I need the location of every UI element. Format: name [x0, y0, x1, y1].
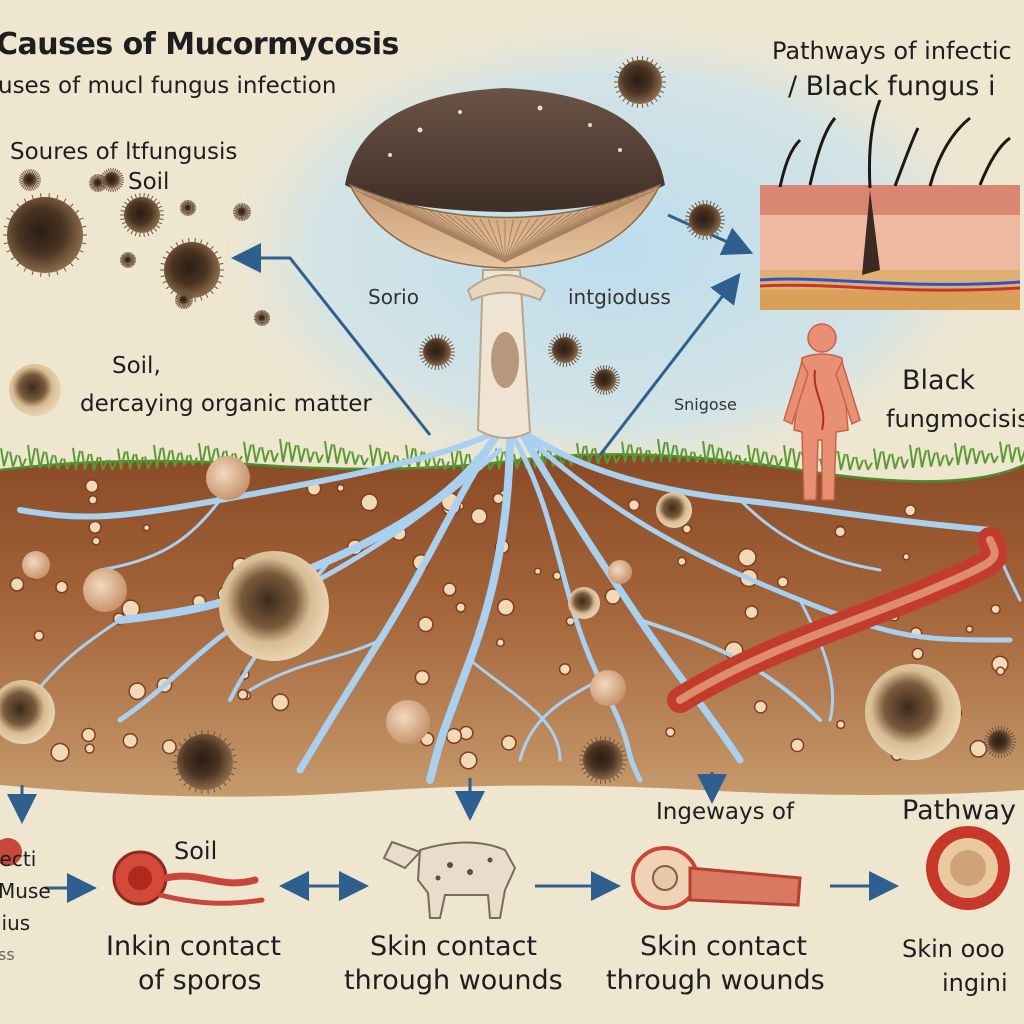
sorio-label: Sorio	[368, 285, 419, 309]
spore	[175, 290, 193, 310]
decaying-matter-label: dercaying organic matter	[80, 391, 372, 417]
spore	[685, 200, 725, 240]
spore	[120, 251, 136, 269]
spore	[180, 199, 196, 217]
floating-spores	[0, 56, 1016, 794]
bottom-ingeways-label: Ingeways of	[656, 799, 795, 825]
caption-2-line-2: through wounds	[344, 965, 563, 996]
spore	[22, 551, 50, 579]
left-edge-text-2: Muse	[0, 879, 51, 903]
pointer-arrows	[7, 213, 899, 903]
spore	[3, 193, 87, 277]
caption-2-line-1: Skin contact	[370, 931, 538, 962]
black-label: Black	[902, 365, 976, 396]
spore	[206, 456, 250, 500]
top-right-heading-2: / Black fungus i	[788, 71, 996, 102]
top-right-heading-1: Pathways of infectic	[772, 37, 1012, 65]
spore-contact-icon	[112, 850, 265, 906]
soil-top-label: Soil	[128, 169, 170, 195]
spore	[568, 587, 600, 619]
soil-cross-section	[0, 454, 1024, 797]
spore	[614, 56, 666, 108]
infected-cell-icon	[926, 826, 1010, 910]
tissue-tube-icon	[631, 846, 802, 910]
fungmocisis-label: fungmocisis	[886, 405, 1024, 433]
sources-label: Soures of ltfungusis	[10, 139, 238, 165]
bottom-pathway-icons	[0, 826, 1010, 919]
spore	[173, 730, 237, 794]
spore	[219, 551, 329, 661]
animal-icon	[382, 840, 517, 919]
subtitle: uses of mucl fungus infection	[0, 73, 337, 99]
caption-1-line-1: Inkin contact	[106, 931, 281, 962]
spore	[19, 169, 41, 191]
soil-label: Soil,	[112, 353, 161, 379]
left-edge-text-1: lecti	[0, 847, 37, 871]
spore	[579, 736, 627, 784]
spore	[254, 309, 270, 327]
bottom-pathway-label: Pathway	[902, 795, 1016, 826]
spore	[83, 568, 127, 612]
spore	[9, 364, 61, 416]
spore	[0, 680, 55, 744]
spore	[865, 664, 961, 760]
caption-4-line-1: Skin ooo	[902, 935, 1005, 963]
spore	[984, 726, 1016, 758]
skin-cross-section	[759, 99, 1021, 310]
bottom-soil-label: Soil	[174, 837, 218, 865]
mushroom	[345, 88, 665, 439]
caption-3-line-1: Skin contact	[640, 931, 808, 962]
caption-3-line-2: through wounds	[606, 965, 825, 996]
left-edge-text-4: ss	[0, 945, 15, 964]
spore	[120, 193, 164, 237]
spore	[386, 700, 430, 744]
spore	[233, 202, 251, 222]
ingioduss-label: intgioduss	[568, 285, 671, 309]
spore	[419, 334, 455, 370]
snigose-label: Snigose	[674, 395, 737, 414]
spore	[160, 238, 224, 302]
main-title: Causes of Mucormycosis	[0, 27, 399, 62]
spore	[590, 670, 626, 706]
caption-1-line-2: of sporos	[138, 965, 262, 996]
spore	[590, 365, 620, 395]
spore	[548, 333, 582, 367]
human-figure	[783, 323, 861, 501]
spore	[608, 560, 632, 584]
spore	[89, 173, 107, 193]
spore	[656, 492, 692, 528]
left-edge-text-3: lius	[0, 911, 31, 935]
caption-4-line-2: ingini	[942, 969, 1008, 997]
